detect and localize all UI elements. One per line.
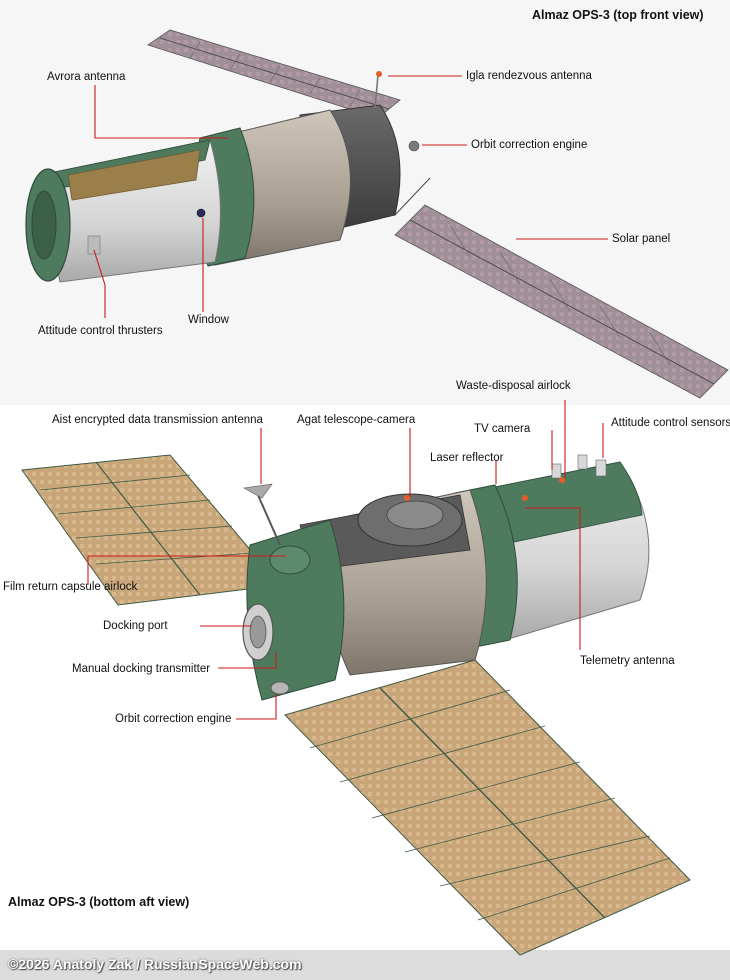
bottom-view-title: Almaz OPS-3 (bottom aft view) xyxy=(8,895,190,909)
label-solar-panel: Solar panel xyxy=(612,233,671,245)
top-station xyxy=(25,29,729,399)
label-manual-docking: Manual docking transmitter xyxy=(72,663,211,675)
label-telemetry-antenna: Telemetry antenna xyxy=(580,655,675,667)
label-orbit-engine-bottom: Orbit correction engine xyxy=(115,713,232,725)
solar-array-bottom-left xyxy=(21,454,281,606)
bottom-station xyxy=(21,454,691,956)
label-aist-antenna: Aist encrypted data transmission antenna xyxy=(52,414,263,426)
label-attitude-thrusters: Attitude control thrusters xyxy=(38,325,163,337)
label-waste-airlock: Waste-disposal airlock xyxy=(456,380,571,392)
label-agat-camera: Agat telescope-camera xyxy=(297,414,416,426)
copyright-text: ©2026 Anatoly Zak / RussianSpaceWeb.com xyxy=(8,956,302,972)
label-attitude-sensors: Attitude control sensors xyxy=(611,417,730,429)
solar-array-lower xyxy=(394,177,729,399)
label-igla-antenna: Igla rendezvous antenna xyxy=(466,70,592,82)
label-laser-reflector: Laser reflector xyxy=(430,452,504,464)
solar-array-bottom-right xyxy=(284,659,691,956)
label-avrora-antenna: Avrora antenna xyxy=(47,71,126,83)
label-tv-camera: TV camera xyxy=(474,423,531,435)
label-film-airlock: Film return capsule airlock xyxy=(3,581,138,593)
solar-array-upper xyxy=(147,29,401,119)
label-window: Window xyxy=(188,314,229,326)
top-leader-lines xyxy=(93,75,608,318)
label-docking-port: Docking port xyxy=(103,620,168,632)
footer-bar xyxy=(0,950,730,980)
label-orbit-engine-top: Orbit correction engine xyxy=(471,139,588,151)
top-view-title: Almaz OPS-3 (top front view) xyxy=(532,8,704,22)
bottom-leader-lines xyxy=(87,400,604,720)
